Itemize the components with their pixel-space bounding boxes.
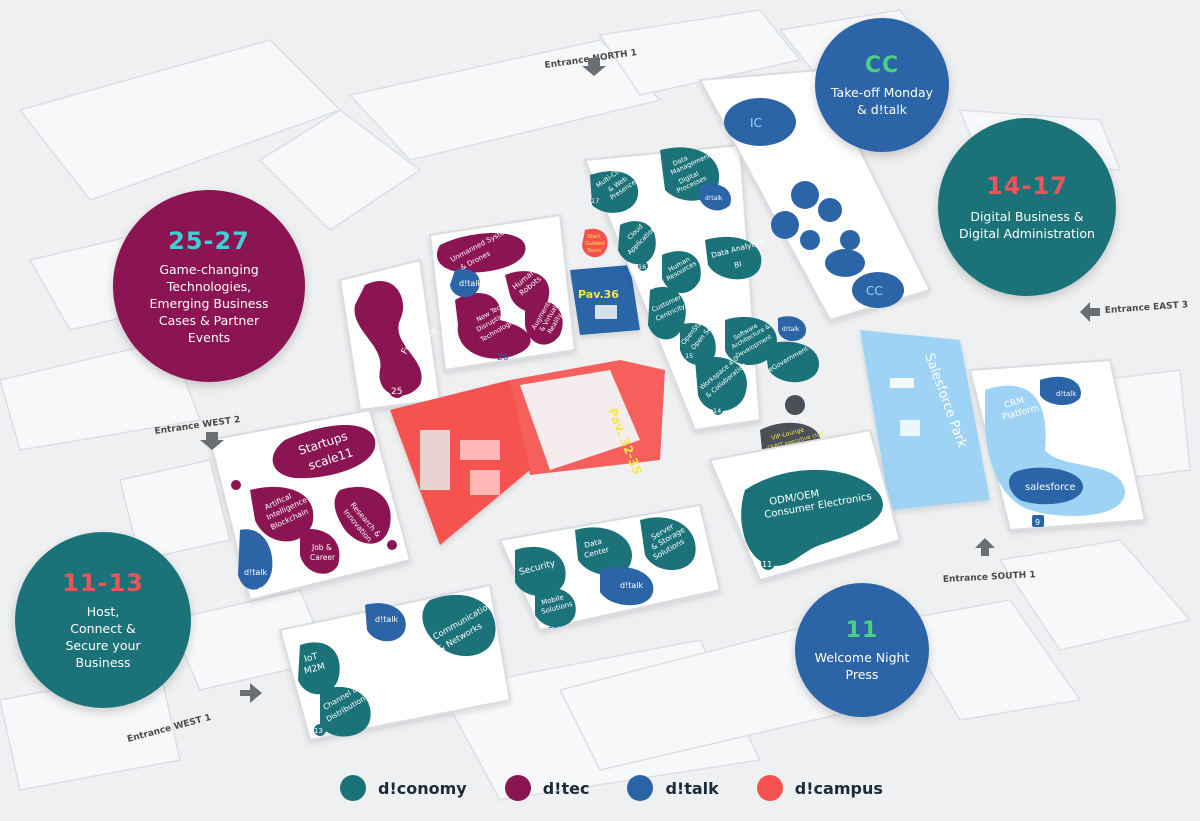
hall-number: 13 xyxy=(314,727,323,735)
callout-text: Secure your xyxy=(65,638,141,653)
hall-number: 11 xyxy=(762,560,772,569)
dtalk-label: d!talk xyxy=(1056,390,1077,398)
zone-label: BI xyxy=(733,259,742,270)
zone-label: Data xyxy=(583,537,603,550)
callout-11: 11 Welcome Night Press xyxy=(795,583,929,717)
decampus-dot-icon xyxy=(756,775,783,801)
deconomy-dot-icon xyxy=(340,775,366,801)
hall-27: Startups scale11 Artifical Intelligence … xyxy=(208,408,412,602)
hall-number: 12 xyxy=(548,621,558,630)
callout-text: Game-changing xyxy=(159,261,259,277)
callout-text: Take-off Monday xyxy=(830,84,934,100)
hall-number: 9 xyxy=(1035,518,1040,527)
dtalk-label: d!talk xyxy=(244,568,268,577)
entrance-east-3: Entrance EAST 3 xyxy=(1105,300,1189,316)
hall-26: Unmanned Systems & Drones Humanoid Robot… xyxy=(428,213,577,372)
legend-label: d!conomy xyxy=(378,778,467,798)
zone-label: Start xyxy=(587,234,601,240)
callout-text: Events xyxy=(187,329,231,345)
callout-number: 14-17 xyxy=(986,172,1068,200)
zone-label: Career xyxy=(310,553,336,562)
callout-number: 25-27 xyxy=(168,226,250,255)
callout-text: Welcome Night xyxy=(814,649,910,665)
callout-text: Business xyxy=(75,655,131,670)
salesforce-area: Salesforce Park CRM Platform d!talk sale… xyxy=(860,330,1147,532)
hall-number: 27 xyxy=(258,587,269,597)
callout-text: Digital Administration xyxy=(959,226,1095,241)
callout-text: Host, xyxy=(86,604,120,619)
arrow-up-icon xyxy=(975,538,995,556)
callout-text: Digital Business & xyxy=(970,209,1084,224)
hall-11: ODM/OEM Consumer Electronics 11 xyxy=(708,428,902,582)
callout-text: Connect & xyxy=(70,621,136,636)
arrow-down-icon xyxy=(582,58,606,76)
dtalk-label: d!talk xyxy=(620,581,644,590)
callout-cc: CC Take-off Monday & d!talk xyxy=(815,18,949,152)
callout-number: 11-13 xyxy=(62,569,144,597)
halls-14-17: Multi-Channel & Web Presence Data Manage… xyxy=(583,143,820,432)
zone-label: salesforce xyxy=(1025,482,1076,493)
pavilion-36: Pav.36 Start Guided Tours xyxy=(570,228,640,335)
zone-label: IoT xyxy=(303,652,319,665)
legend: d!conomy d!tec d!talk d!campus xyxy=(340,770,900,806)
callout-text: Technologies, xyxy=(166,278,252,294)
zone-label: Tours xyxy=(586,248,602,254)
hall-number: 14 xyxy=(713,407,721,415)
entrance-south-1: Entrance SOUTH 1 xyxy=(943,570,1036,585)
hall-25: Future Mobility 25 xyxy=(338,258,442,412)
zone-label: Guided xyxy=(585,241,605,247)
zone-label: CC xyxy=(866,284,883,298)
legend-item-decampus: d!campus xyxy=(756,775,883,801)
arrow-right-icon xyxy=(240,683,262,703)
hall-number: 26 xyxy=(497,353,509,363)
hall-number: 17 xyxy=(591,197,599,205)
callout-11-13: 11-13 Host, Connect & Secure your Busine… xyxy=(15,532,191,708)
dtalk-label: d!talk xyxy=(375,615,399,624)
callout-text: Press xyxy=(845,666,879,682)
dtalk-label: d!talk xyxy=(459,279,483,288)
detalk-dot-icon xyxy=(627,775,654,801)
pavilion-32-35: Pav. 32-35 xyxy=(390,360,665,545)
pavilion-label: Pav.36 xyxy=(578,288,619,301)
hall-13: IoT M2M Communication & Networks Channel… xyxy=(278,583,512,742)
hall-number: 25 xyxy=(391,387,402,397)
callout-14-17: 14-17 Digital Business & Digital Adminis… xyxy=(938,118,1116,296)
callout-number: CC xyxy=(864,52,900,78)
hall-12: Security Data Center Server & Storage So… xyxy=(498,503,722,632)
dtalk-label: d!talk xyxy=(782,326,800,333)
callout-25-27: 25-27 Game-changing Technologies, Emergi… xyxy=(113,190,305,382)
hall-number: 15 xyxy=(685,352,693,360)
convention-center: IC CC xyxy=(698,68,932,322)
callout-text: & d!talk xyxy=(857,101,907,117)
callout-text: Emerging Business xyxy=(149,295,269,311)
arrow-down-icon xyxy=(200,432,224,450)
callout-text: Cases & Partner xyxy=(158,312,260,328)
legend-label: d!campus xyxy=(794,778,883,798)
legend-item-deconomy: d!conomy xyxy=(340,775,467,801)
legend-label: d!tec xyxy=(542,778,590,798)
callout-number: 11 xyxy=(845,617,879,643)
legend-item-detalk: d!talk xyxy=(627,775,719,801)
arrow-left-icon xyxy=(1080,302,1100,322)
hall-number: 16 xyxy=(638,263,646,271)
legend-item-detec: d!tec xyxy=(504,775,590,801)
zone-label: IC xyxy=(750,116,762,130)
legend-label: d!talk xyxy=(665,778,719,798)
dtalk-label: d!talk xyxy=(705,195,723,202)
detec-dot-icon xyxy=(504,775,531,801)
zone-label: Job & xyxy=(311,543,332,552)
